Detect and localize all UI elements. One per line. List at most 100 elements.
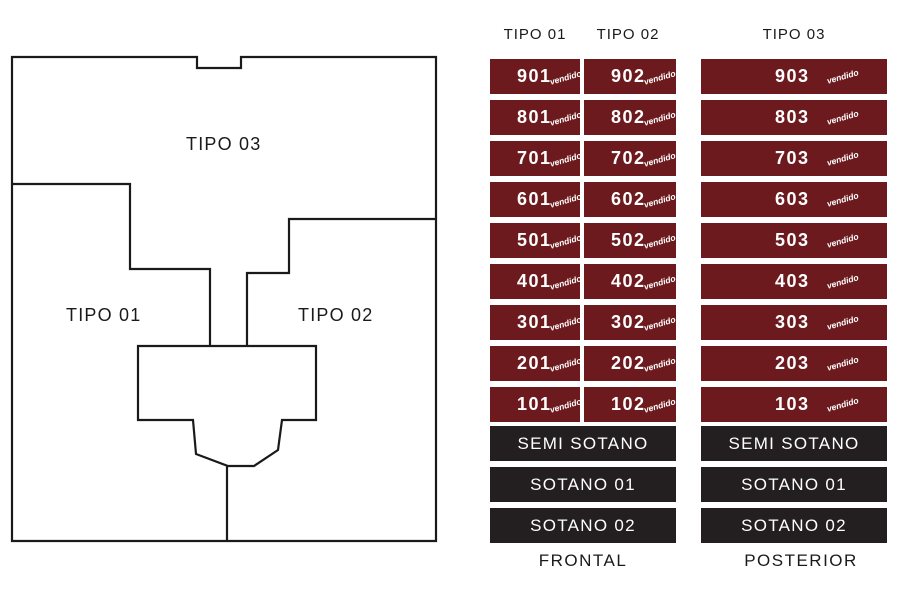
unit-number: 301 bbox=[517, 312, 552, 332]
sold-tag: vendido bbox=[642, 273, 677, 292]
sold-tag: vendido bbox=[642, 191, 677, 210]
unit-number: 902 bbox=[611, 66, 646, 86]
sold-tag: vendido bbox=[825, 149, 860, 168]
frontal-sotano-02[interactable]: SOTANO 02 bbox=[490, 508, 676, 543]
unit-number: 701 bbox=[517, 148, 552, 168]
unit-number: 503 bbox=[775, 230, 810, 250]
column-footer-posterior: POSTERIOR bbox=[744, 551, 858, 570]
unit-703[interactable]: 703 vendido bbox=[701, 141, 887, 176]
sold-tag: vendido bbox=[548, 68, 583, 87]
frontal-sotano-01[interactable]: SOTANO 01 bbox=[490, 467, 676, 502]
sold-tag: vendido bbox=[548, 314, 583, 333]
sold-tag: vendido bbox=[825, 354, 860, 373]
unit-303[interactable]: 303 vendido bbox=[701, 305, 887, 340]
unit-number: 602 bbox=[611, 189, 646, 209]
unit-number: 901 bbox=[517, 66, 552, 86]
unit-number: 402 bbox=[611, 271, 646, 291]
unit-number: 801 bbox=[517, 107, 552, 127]
sold-tag: vendido bbox=[548, 232, 583, 251]
unit-number: 102 bbox=[611, 394, 646, 414]
sold-tag: vendido bbox=[642, 109, 677, 128]
sold-tag: vendido bbox=[642, 355, 677, 374]
outer-wall bbox=[10, 55, 438, 543]
unit-number: 202 bbox=[611, 353, 646, 373]
sold-tag: vendido bbox=[825, 313, 860, 332]
sold-tag: vendido bbox=[825, 108, 860, 127]
sold-tag: vendido bbox=[825, 190, 860, 209]
posterior-sotano-02[interactable]: SOTANO 02 bbox=[701, 508, 887, 543]
sold-tag: vendido bbox=[548, 273, 583, 292]
central-core bbox=[136, 344, 318, 468]
plan-label-tipo02: TIPO 02 bbox=[298, 305, 373, 325]
unit-number: 103 bbox=[775, 394, 810, 414]
sold-tag: vendido bbox=[642, 396, 677, 415]
unit-number: 203 bbox=[775, 353, 810, 373]
frontal-semi-sotano[interactable]: SEMI SOTANO bbox=[490, 426, 676, 461]
sold-tag: vendido bbox=[548, 355, 583, 374]
sold-tag: vendido bbox=[642, 68, 677, 87]
unit-number: 903 bbox=[775, 66, 810, 86]
unit-number: 703 bbox=[775, 148, 810, 168]
sold-tag: vendido bbox=[548, 191, 583, 210]
unit-203[interactable]: 203 vendido bbox=[701, 346, 887, 381]
unit-number: 601 bbox=[517, 189, 552, 209]
sold-tag: vendido bbox=[825, 272, 860, 291]
sold-tag: vendido bbox=[548, 109, 583, 128]
unit-number: 403 bbox=[775, 271, 810, 291]
sold-tag: vendido bbox=[642, 314, 677, 333]
sold-tag: vendido bbox=[825, 395, 860, 414]
sold-tag: vendido bbox=[825, 231, 860, 250]
unit-403[interactable]: 403 vendido bbox=[701, 264, 887, 299]
sold-tag: vendido bbox=[642, 150, 677, 169]
floor-plan: TIPO 03 TIPO 01 TIPO 02 bbox=[10, 55, 438, 543]
plan-label-tipo01: TIPO 01 bbox=[66, 305, 141, 325]
sold-tag: vendido bbox=[548, 150, 583, 169]
column-header-tipo01: TIPO 01 bbox=[503, 26, 567, 43]
unit-number: 303 bbox=[775, 312, 810, 332]
unit-number: 603 bbox=[775, 189, 810, 209]
unit-number: 201 bbox=[517, 353, 552, 373]
unit-number: 501 bbox=[517, 230, 552, 250]
sold-tag: vendido bbox=[642, 232, 677, 251]
column-footer-frontal: FRONTAL bbox=[538, 551, 628, 570]
posterior-semi-sotano[interactable]: SEMI SOTANO bbox=[701, 426, 887, 461]
sold-tag: vendido bbox=[825, 67, 860, 86]
unit-number: 302 bbox=[611, 312, 646, 332]
unit-603[interactable]: 603 vendido bbox=[701, 182, 887, 217]
unit-103[interactable]: 103 vendido bbox=[701, 387, 887, 422]
unit-number: 702 bbox=[611, 148, 646, 168]
unit-number: 401 bbox=[517, 271, 552, 291]
floor-plan-walls bbox=[10, 55, 438, 543]
plan-label-tipo03: TIPO 03 bbox=[186, 134, 261, 154]
sold-tag: vendido bbox=[548, 396, 583, 415]
unit-803[interactable]: 803 vendido bbox=[701, 100, 887, 135]
wall-tipo02 bbox=[245, 217, 436, 346]
column-header-tipo02: TIPO 02 bbox=[596, 26, 660, 43]
column-header-tipo03: TIPO 03 bbox=[762, 26, 826, 43]
unit-number: 803 bbox=[775, 107, 810, 127]
unit-503[interactable]: 503 vendido bbox=[701, 223, 887, 258]
unit-903[interactable]: 903 vendido bbox=[701, 59, 887, 94]
unit-number: 502 bbox=[611, 230, 646, 250]
posterior-sotano-01[interactable]: SOTANO 01 bbox=[701, 467, 887, 502]
unit-number: 101 bbox=[517, 394, 552, 414]
unit-number: 802 bbox=[611, 107, 646, 127]
